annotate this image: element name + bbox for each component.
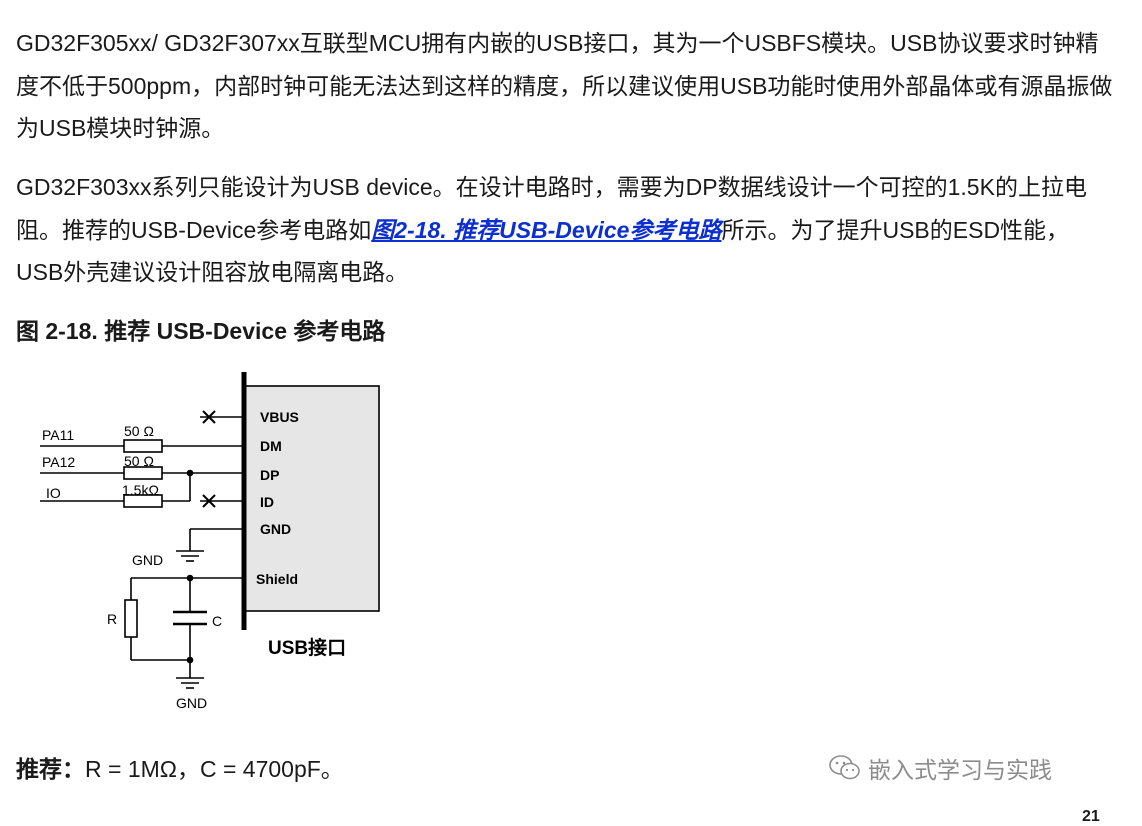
figure-title: 图 2-18. 推荐 USB-Device 参考电路	[16, 318, 386, 344]
net-label-pa11: PA11	[42, 427, 74, 443]
pin-label-dm: DM	[260, 438, 282, 454]
ground-symbol-bottom	[176, 677, 204, 689]
resistor-dm	[123, 439, 163, 453]
ground-symbol-top	[176, 550, 204, 562]
pin-label-id: ID	[260, 494, 274, 510]
page-number: 21	[1082, 808, 1100, 825]
watermark: 嵌入式学习与实践	[828, 751, 1052, 785]
connector-label: USB接口	[268, 637, 346, 659]
paragraph-text: GD32F303xx系列只能设计为USB device。在设计电路时，需要为DP…	[16, 174, 1087, 243]
ground-junction	[186, 656, 194, 664]
resistor-label-pullup: 1.5kΩ	[122, 482, 159, 498]
pin-label-gnd: GND	[260, 521, 291, 537]
r-label: R	[107, 611, 117, 627]
net-label-io: IO	[46, 485, 61, 501]
net-label-pa12: PA12	[42, 454, 75, 470]
recommendation-values: R = 1MΩ，C = 4700pF。	[85, 756, 344, 782]
gnd-label-bottom: GND	[176, 695, 207, 711]
resistor-label-dm: 50 Ω	[124, 423, 154, 439]
figure-link[interactable]: 图2-18. 推荐USB-Device参考电路	[371, 216, 722, 243]
resistor-label-dp: 50 Ω	[124, 453, 154, 469]
gnd-label-top: GND	[132, 552, 163, 568]
vbus-nc-mark	[202, 410, 216, 424]
recommendation: 推荐：R = 1MΩ，C = 4700pF。	[16, 750, 344, 784]
wechat-icon	[829, 755, 860, 780]
resistor-r	[124, 599, 138, 638]
paragraph-text-end: 所示。为了提升USB的ESD性能，USB外壳建议设计阻容放电隔离电路。	[16, 216, 1070, 286]
dp-junction	[186, 469, 194, 477]
pin-label-vbus: VBUS	[260, 409, 299, 425]
id-nc-mark	[202, 494, 216, 508]
paragraph-usb-clock: GD32F305xx/ GD32F307xx互联型MCU拥有内嵌的USB接口，其…	[16, 30, 1113, 141]
paragraph-usb-device: GD32F303xx系列只能设计为USB device。在设计电路时，需要为DP…	[16, 166, 1116, 294]
watermark-text: 嵌入式学习与实践	[868, 757, 1052, 783]
recommendation-label: 推荐：	[16, 756, 85, 782]
usb-connector-body	[243, 385, 380, 612]
usb-circuit-diagram: PA11 PA12 IO 50 Ω 50 Ω 1.5kΩ VBUS DM DP …	[40, 372, 380, 711]
c-label: C	[212, 613, 222, 629]
pin-label-dp: DP	[260, 467, 279, 483]
pin-label-shield: Shield	[256, 571, 298, 587]
